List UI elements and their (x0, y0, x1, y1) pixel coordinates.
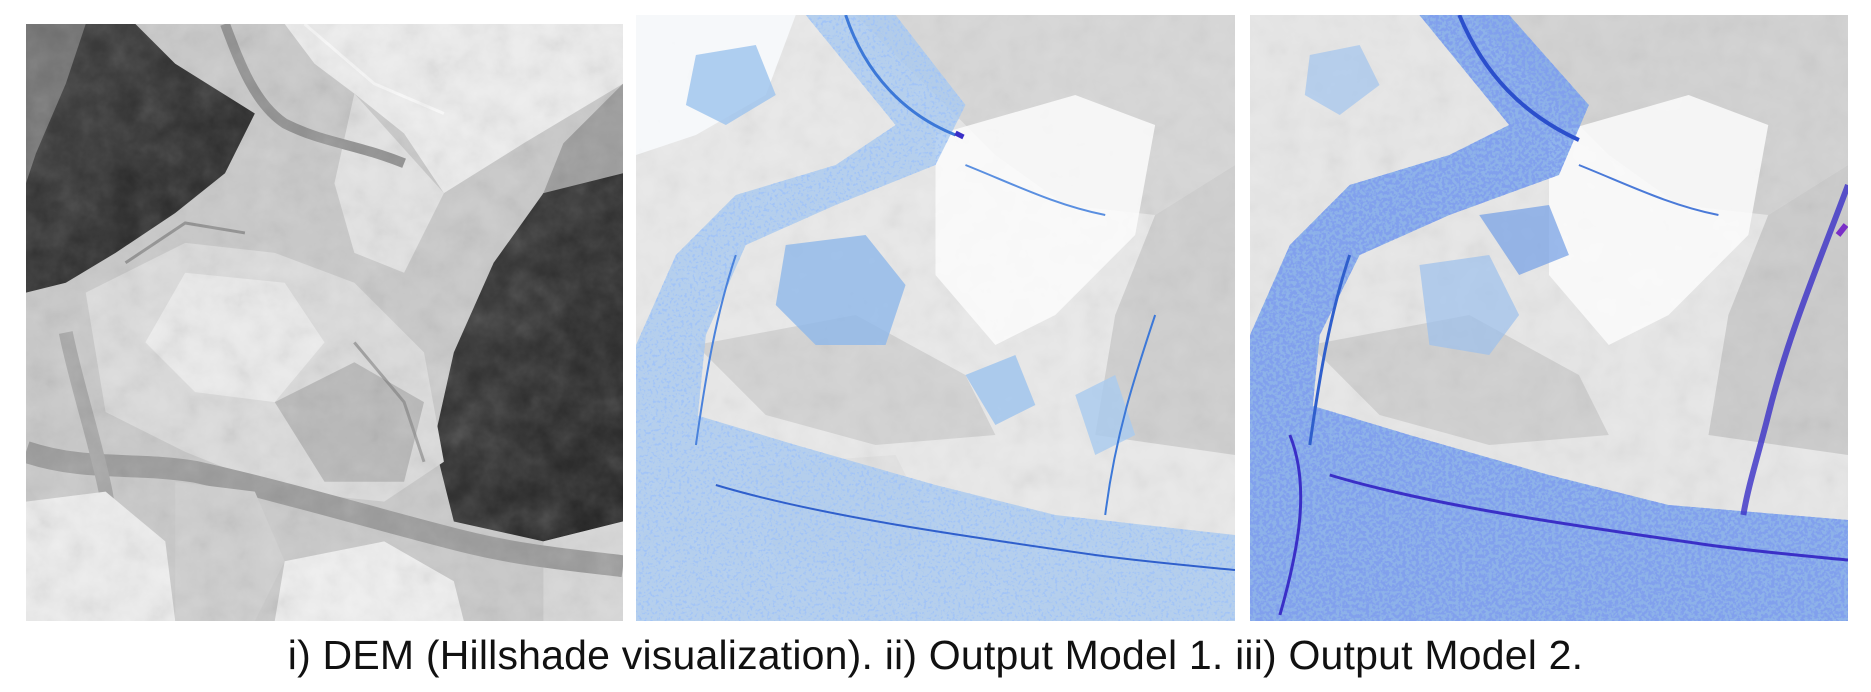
model-1-output-image (636, 15, 1235, 621)
terrain-hillshade-image (26, 24, 623, 621)
output-model-2-panel (1250, 15, 1848, 621)
dem-hillshade-panel (26, 24, 623, 621)
figure-caption: i) DEM (Hillshade visualization). ii) Ou… (287, 632, 1584, 678)
model-2-output-image (1250, 15, 1848, 621)
output-model-1-panel (636, 15, 1235, 621)
